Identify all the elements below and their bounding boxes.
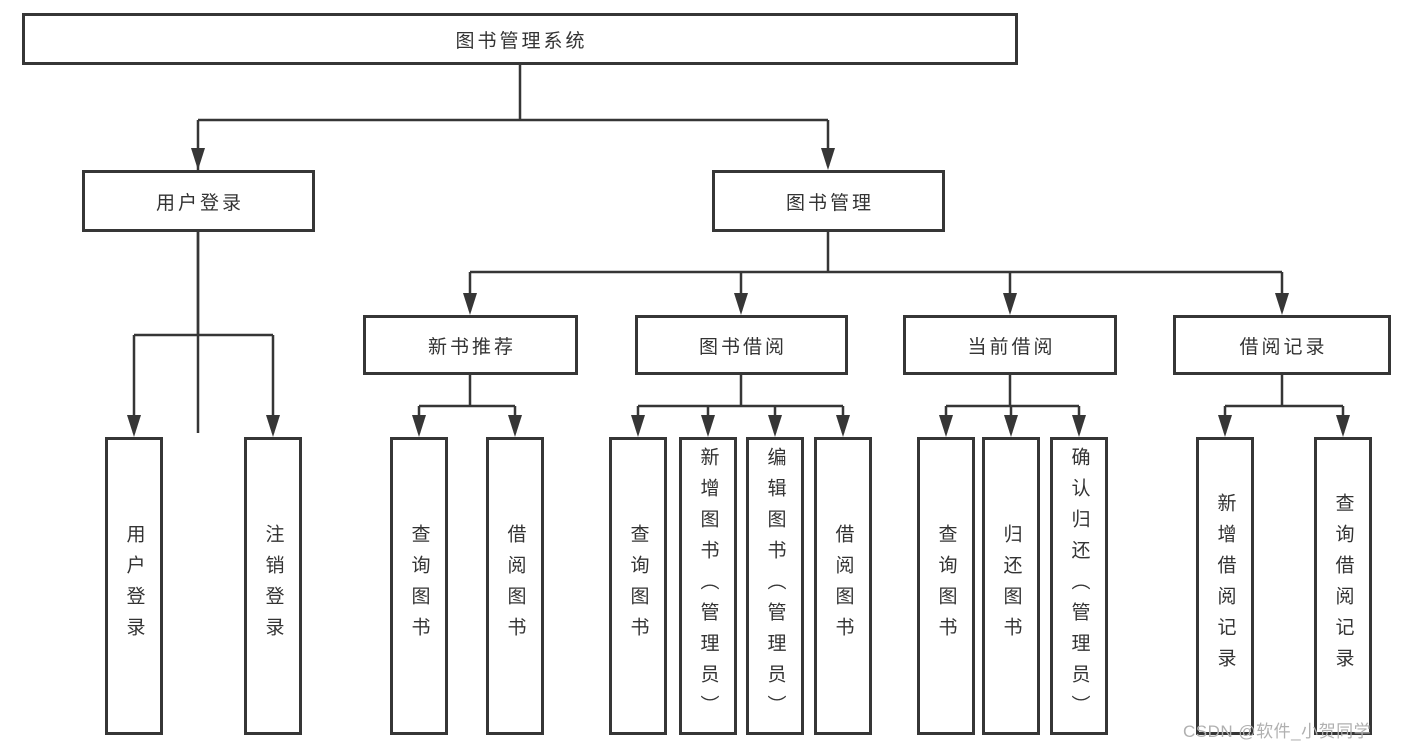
node-label: 用户登录 [155,192,244,214]
node-label: 新增借阅记录 [1214,493,1236,679]
node-user-login: 用户登录 [82,170,315,232]
node-label: 新书推荐 [427,336,516,358]
node-label: 查询图书 [408,524,430,648]
node-leaf-query-books-current: 查询图书 [917,437,975,735]
connector-book-management [463,232,1289,315]
connector-root [191,65,835,433]
connector-current-borrowing [939,375,1086,437]
node-leaf-borrow-books-recommend: 借阅图书 [486,437,544,735]
node-leaf-add-book-admin: 新增图书（管理员） [679,437,737,735]
node-new-book-recommend: 新书推荐 [363,315,578,375]
node-label: 借阅图书 [832,524,854,648]
node-label: 图书管理系统 [455,30,588,52]
connector-book-borrowing [631,375,850,437]
node-label: 图书借阅 [698,336,787,358]
node-leaf-user-login: 用户登录 [105,437,163,735]
node-book-management: 图书管理 [712,170,945,232]
node-library-management-system: 图书管理系统 [22,13,1018,65]
node-label: 确认归还（管理员） [1068,446,1090,726]
node-label: 查询借阅记录 [1332,493,1354,679]
node-label: 借阅图书 [504,524,526,648]
node-leaf-add-borrow-record: 新增借阅记录 [1196,437,1254,735]
node-label: 归还图书 [1000,524,1022,648]
node-book-borrowing: 图书借阅 [635,315,848,375]
node-leaf-edit-book-admin: 编辑图书（管理员） [746,437,804,735]
node-label: 注销登录 [262,524,284,648]
node-leaf-logout: 注销登录 [244,437,302,735]
node-leaf-return-books: 归还图书 [982,437,1040,735]
node-leaf-borrow-books-borrowing: 借阅图书 [814,437,872,735]
node-label: 新增图书（管理员） [697,446,719,726]
connector-new-book-recommend [412,375,522,437]
node-leaf-query-borrow-record: 查询借阅记录 [1314,437,1372,735]
node-label: 借阅记录 [1239,336,1328,358]
connector-user-login [127,232,280,437]
node-label: 编辑图书（管理员） [764,446,786,726]
node-label: 查询图书 [627,524,649,648]
node-label: 图书管理 [785,192,874,214]
node-leaf-confirm-return-admin: 确认归还（管理员） [1050,437,1108,735]
node-borrowing-records: 借阅记录 [1173,315,1391,375]
node-leaf-query-books-recommend: 查询图书 [390,437,448,735]
connector-borrowing-records [1218,375,1350,437]
node-current-borrowing: 当前借阅 [903,315,1117,375]
node-label: 查询图书 [935,524,957,648]
watermark-csdn: CSDN @软件_小贺同学 [1183,722,1372,741]
node-leaf-query-books-borrowing: 查询图书 [609,437,667,735]
node-label: 用户登录 [123,524,145,648]
node-label: 当前借阅 [967,336,1056,358]
